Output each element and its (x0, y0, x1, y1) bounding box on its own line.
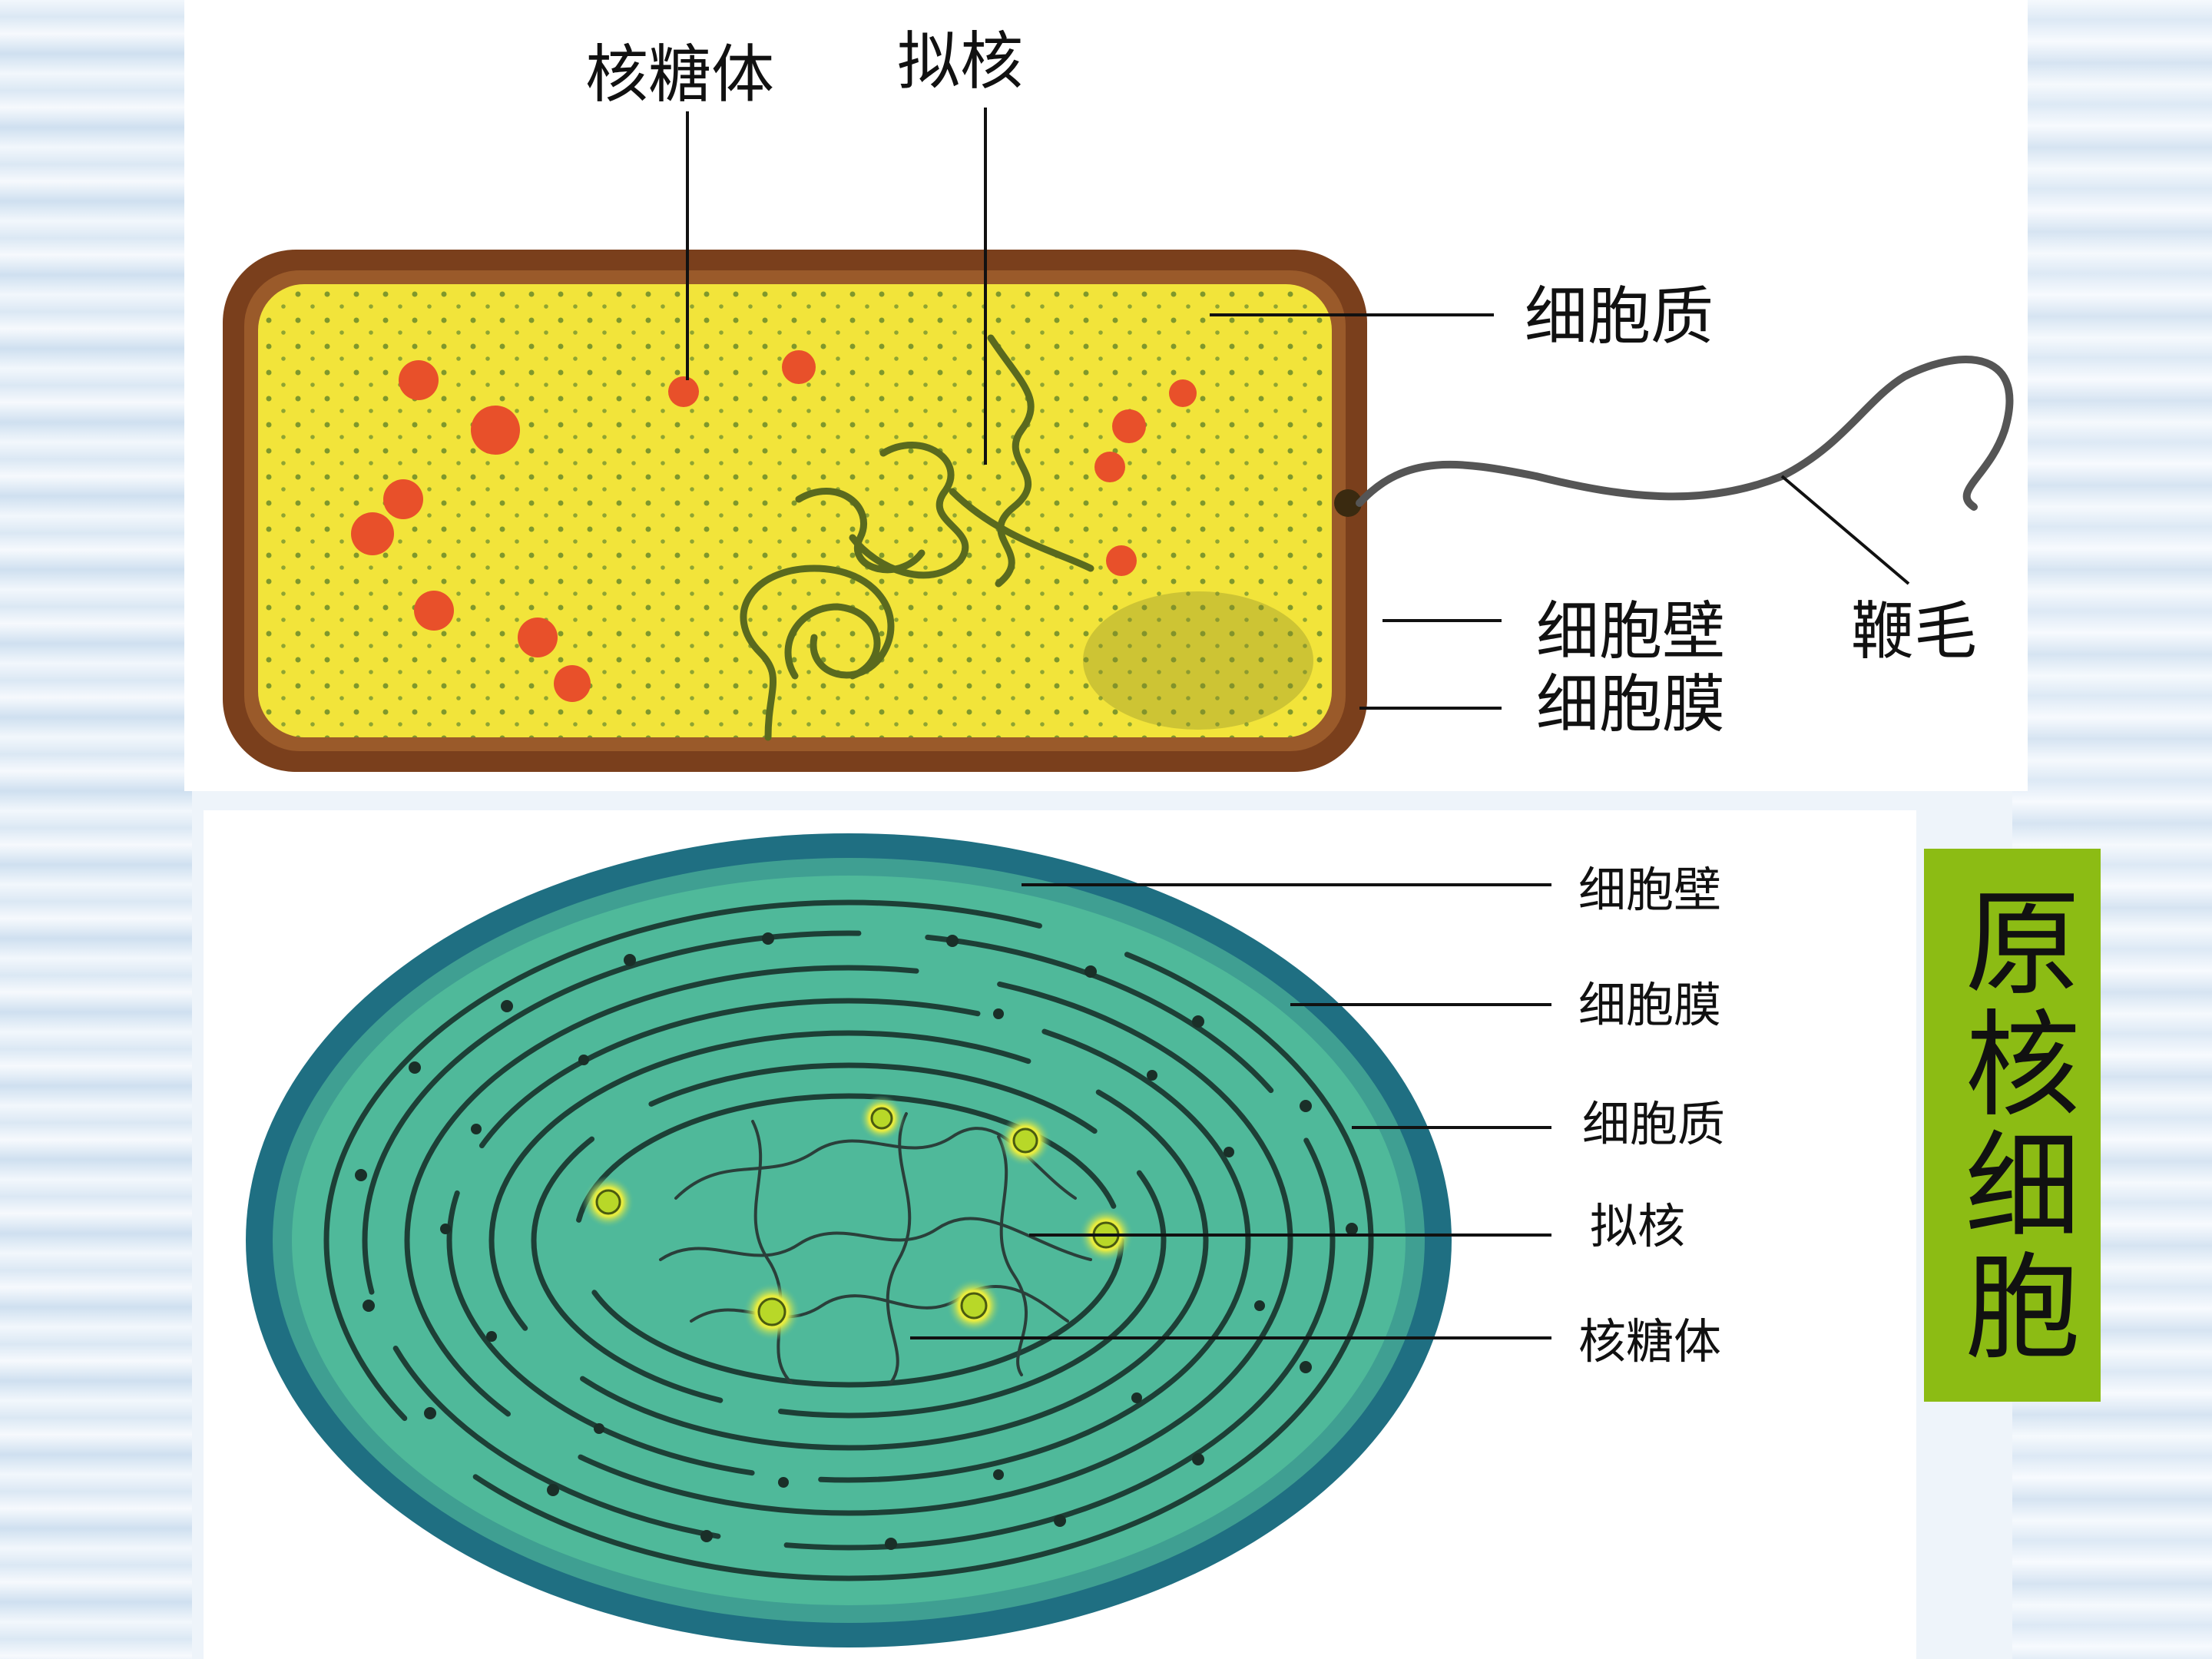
bacterium-leader-lines (686, 108, 1910, 710)
label-flagellum: 鞭毛 (1851, 595, 1977, 668)
cyano-thylakoids (323, 899, 1374, 1581)
cyano-label-nucleoid: 拟核 (1590, 1198, 1685, 1254)
ribosome (782, 350, 816, 384)
background-stripes-left (0, 0, 192, 1659)
label-cell-wall: 细胞壁 (1536, 595, 1725, 668)
ribosome-core (1012, 1128, 1038, 1154)
ribosome (1169, 379, 1197, 407)
title-box: 原核细胞 (1924, 849, 2101, 1402)
cyano-label-ribosome: 核糖体 (1578, 1313, 1721, 1369)
ribosome (471, 406, 520, 455)
bacterium-nucleoid (740, 334, 1094, 741)
ribosome (1112, 409, 1146, 443)
ribosome-core (870, 1107, 893, 1130)
flagellum-fiber (1356, 356, 2014, 511)
bacterium-flagellum (1334, 356, 2014, 517)
label-cell-membrane: 细胞膜 (1536, 668, 1725, 741)
bacterium-ribosomes (351, 350, 1197, 702)
bacterium-cell: 核糖体 拟核 细胞质 细胞壁 细胞膜 鞭毛 (223, 25, 2014, 772)
flagellum-basal-body (1334, 489, 1362, 517)
ribosome (668, 376, 699, 407)
cyano-leader-lines (910, 883, 1551, 1339)
ribosome (1094, 452, 1125, 482)
cyano-ribosomes (582, 1095, 1134, 1341)
cyanobacterium-cell: 细胞壁 细胞膜 细胞质 拟核 核糖体 (246, 833, 1725, 1647)
ribosome-core (960, 1292, 988, 1320)
cyano-label-cytoplasm: 细胞质 (1582, 1096, 1725, 1152)
ribosome (1106, 545, 1137, 576)
label-cytoplasm: 细胞质 (1525, 280, 1714, 353)
ribosome-core (595, 1189, 621, 1215)
cyano-thylakoid-granules (355, 932, 1358, 1550)
ribosome (383, 479, 423, 519)
label-ribosome: 核糖体 (585, 38, 774, 111)
ribosome (554, 665, 591, 702)
ribosome (518, 618, 558, 657)
cyano-cytoplasm (292, 876, 1406, 1605)
ribosome-core (757, 1297, 786, 1326)
label-nucleoid: 拟核 (897, 25, 1023, 98)
page-title: 原核细胞 (1945, 882, 2079, 1368)
cytoplasm-shade (1083, 591, 1313, 730)
ribosome (351, 512, 394, 555)
ribosome (399, 360, 439, 400)
cyano-label-cell-wall: 细胞壁 (1578, 862, 1721, 918)
ribosome (414, 591, 454, 631)
cyano-label-cell-membrane: 细胞膜 (1578, 977, 1721, 1033)
